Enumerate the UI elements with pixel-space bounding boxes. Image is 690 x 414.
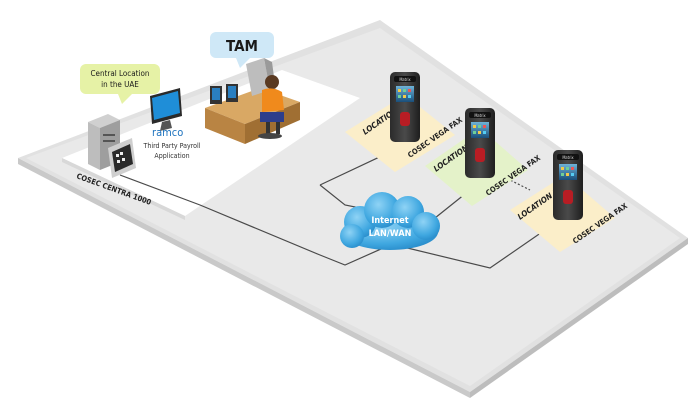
central-location-callout: Central Location in the UAE	[80, 64, 160, 104]
operator-body-icon	[262, 88, 284, 112]
software-label-line1: Third Party Payroll	[142, 142, 200, 150]
flat-monitor-icon	[150, 88, 182, 131]
cloud-label-line2: LAN/WAN	[369, 229, 412, 239]
software-brand: ramco	[152, 126, 183, 139]
software-label-line2: Application	[154, 152, 189, 160]
tam-callout: TAM	[210, 32, 274, 68]
device-screen-icon	[471, 122, 489, 138]
crt-monitor-icon	[108, 138, 136, 178]
device-3-badge: Matrix	[562, 155, 574, 160]
fingerprint-sensor-icon	[475, 148, 485, 162]
central-location-line1: Central Location	[91, 69, 150, 78]
fingerprint-sensor-icon	[563, 190, 573, 204]
central-location-line2: in the UAE	[101, 80, 139, 89]
biometric-device-3: Matrix	[553, 150, 583, 220]
operator-workstation-icon	[205, 58, 300, 144]
cloud-label-line1: Internet	[371, 216, 408, 226]
device-1-badge: Matrix	[399, 77, 411, 82]
biometric-device-1: Matrix	[390, 72, 420, 142]
device-2-badge: Matrix	[474, 113, 486, 118]
biometric-device-2: Matrix	[465, 108, 495, 178]
fingerprint-sensor-icon	[400, 112, 410, 126]
device-screen-icon	[396, 86, 414, 102]
operator-head-icon	[265, 75, 279, 89]
internet-cloud: Internet LAN/WAN	[340, 192, 440, 250]
device-screen-icon	[559, 164, 577, 180]
tam-label: TAM	[226, 37, 258, 55]
